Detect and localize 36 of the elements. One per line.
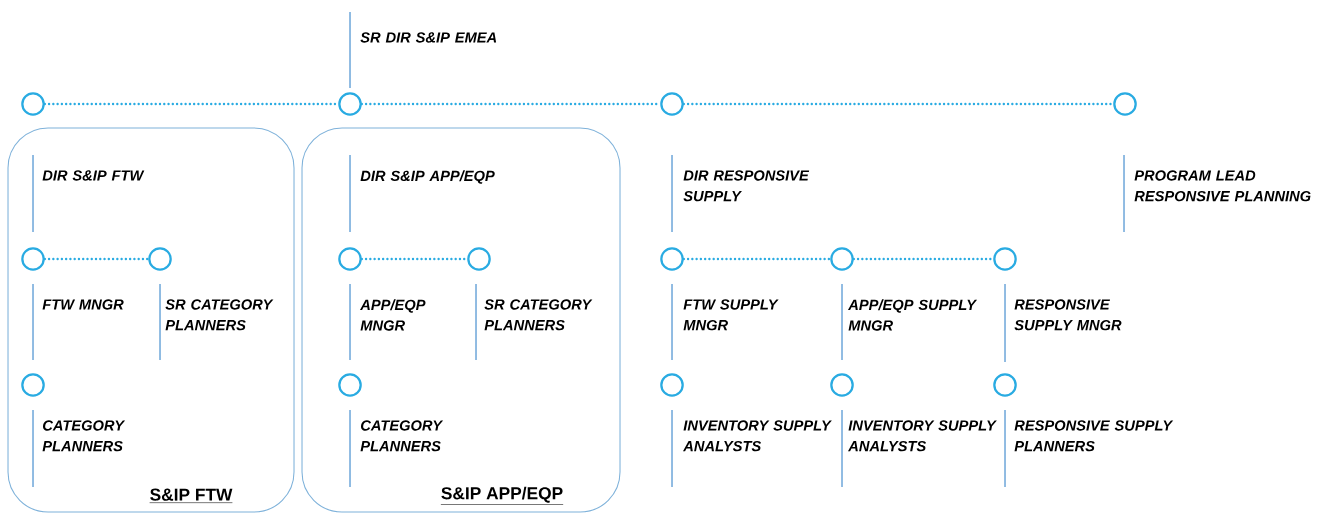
- node-circle: [660, 92, 684, 116]
- node-circle: [660, 247, 684, 271]
- node-circle: [338, 373, 362, 397]
- node-circle: [660, 373, 684, 397]
- role-label: PROGRAM LEAD RESPONSIVE PLANNING: [1123, 154, 1311, 233]
- role-label: FTW SUPPLY MNGR: [671, 283, 779, 361]
- role-label: DIR RESPONSIVE SUPPLY: [671, 154, 810, 233]
- node-circle: [338, 92, 362, 116]
- connector-line: [682, 257, 832, 261]
- role-label: SR CATEGORY PLANNERS: [475, 283, 593, 361]
- role-label: INVENTORY SUPPLY ANALYSTS: [671, 409, 832, 488]
- node-circle: [830, 247, 854, 271]
- role-label: INVENTORY SUPPLY ANALYSTS: [841, 409, 997, 488]
- node-circle: [148, 247, 172, 271]
- role-label: DIR S&IP APP/EQP: [349, 154, 495, 233]
- role-label: RESPONSIVE SUPPLY PLANNERS: [1004, 409, 1174, 488]
- role-label: SR DIR S&IP EMEA: [349, 11, 497, 89]
- role-label: CATEGORY PLANNERS: [32, 409, 126, 488]
- node-circle: [21, 373, 45, 397]
- node-circle: [993, 373, 1017, 397]
- connector-line: [682, 102, 1115, 106]
- role-label: DIR S&IP FTW: [32, 154, 145, 233]
- node-circle: [830, 373, 854, 397]
- node-circle: [21, 92, 45, 116]
- role-label: RESPONSIVE SUPPLY MNGR: [1004, 283, 1122, 363]
- node-circle: [21, 247, 45, 271]
- role-label: APP/EQP SUPPLY MNGR: [841, 283, 978, 361]
- node-circle: [993, 247, 1017, 271]
- node-circle: [467, 247, 491, 271]
- connector-line: [43, 257, 150, 261]
- node-circle: [338, 247, 362, 271]
- role-label: CATEGORY PLANNERS: [349, 409, 444, 488]
- role-label: FTW MNGR: [32, 283, 124, 361]
- role-label: SR CATEGORY PLANNERS: [159, 283, 274, 361]
- node-circle: [1113, 92, 1137, 116]
- role-label: APP/EQP MNGR: [349, 283, 426, 361]
